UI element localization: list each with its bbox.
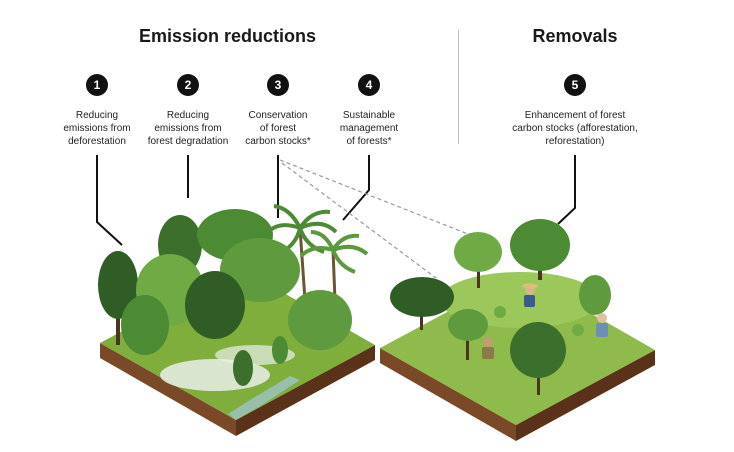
tree-canopy xyxy=(220,238,300,302)
forest-block-left xyxy=(98,204,375,436)
soil-side-left xyxy=(100,343,236,436)
sapling xyxy=(572,324,584,336)
water-stream xyxy=(228,376,300,420)
activity-2-line: emissions from xyxy=(154,123,222,134)
activity-3-description: Conservation of forest carbon stocks* xyxy=(223,109,333,148)
activity-1-line: emissions from xyxy=(63,123,131,134)
activity-2-description: Reducing emissions from forest degradati… xyxy=(133,109,243,148)
tree-canopy xyxy=(121,295,169,355)
tree-trunk xyxy=(477,260,480,288)
conifer-tree xyxy=(98,251,138,319)
tree-trunk xyxy=(116,300,120,345)
activity-4-line: of forests* xyxy=(346,136,392,147)
soil-side-left xyxy=(380,348,516,441)
palm-tree xyxy=(299,230,369,301)
leader-line-5 xyxy=(557,155,576,225)
activity-5-line: Enhancement of forest xyxy=(524,110,626,121)
leader-line-1 xyxy=(96,155,123,246)
activity-5-description: Enhancement of forest carbon stocks (aff… xyxy=(500,109,650,148)
section-divider xyxy=(458,30,459,144)
activity-2-line: Reducing xyxy=(166,110,210,121)
activity-3-line: of forest xyxy=(259,123,297,134)
forest-block-right xyxy=(380,219,655,441)
removals-heading: Removals xyxy=(532,26,618,46)
dashed-connector-upper xyxy=(279,159,479,239)
tree-canopy xyxy=(288,290,352,350)
activity-4-line: management xyxy=(339,123,399,134)
activity-5-line: carbon stocks (afforestation, xyxy=(512,123,638,134)
soil-side-right xyxy=(236,345,375,436)
sapling xyxy=(494,306,506,318)
person-planting xyxy=(482,337,494,359)
tree-trunk xyxy=(466,330,469,360)
tree-canopy xyxy=(185,271,245,339)
activity-3-line: Conservation xyxy=(248,110,308,121)
leader-line-4 xyxy=(342,155,370,221)
soil-side-right xyxy=(516,350,655,441)
person-planting xyxy=(522,283,538,307)
tree-canopy xyxy=(579,275,611,315)
palm-tree xyxy=(264,204,338,301)
activity-2-line: forest degradation xyxy=(147,136,229,147)
activity-5-line: reforestation) xyxy=(545,136,605,147)
tree-canopy xyxy=(454,232,502,272)
activity-4-description: Sustainable management of forests* xyxy=(314,109,424,148)
person-planting xyxy=(596,313,608,337)
activity-4-line: Sustainable xyxy=(342,110,396,121)
activity-5-number-badge: 5 xyxy=(564,74,586,96)
emission-reductions-heading: Emission reductions xyxy=(138,26,317,46)
activity-4-number-badge: 4 xyxy=(358,74,380,96)
activity-1-line: Reducing xyxy=(75,110,119,121)
activity-1-line: deforestation xyxy=(68,136,126,147)
activity-1-description: Reducing emissions from deforestation xyxy=(42,109,152,148)
tree-canopy xyxy=(390,277,454,317)
shrub xyxy=(272,336,288,364)
activity-3-line: carbon stocks* xyxy=(245,136,311,147)
activity-1-number-badge: 1 xyxy=(86,74,108,96)
tree-canopy xyxy=(510,219,570,271)
tree-canopy xyxy=(448,309,488,341)
activity-2-number-badge: 2 xyxy=(177,74,199,96)
activity-3-number-badge: 3 xyxy=(267,74,289,96)
tree-canopy xyxy=(510,322,566,378)
shrub xyxy=(233,350,253,386)
